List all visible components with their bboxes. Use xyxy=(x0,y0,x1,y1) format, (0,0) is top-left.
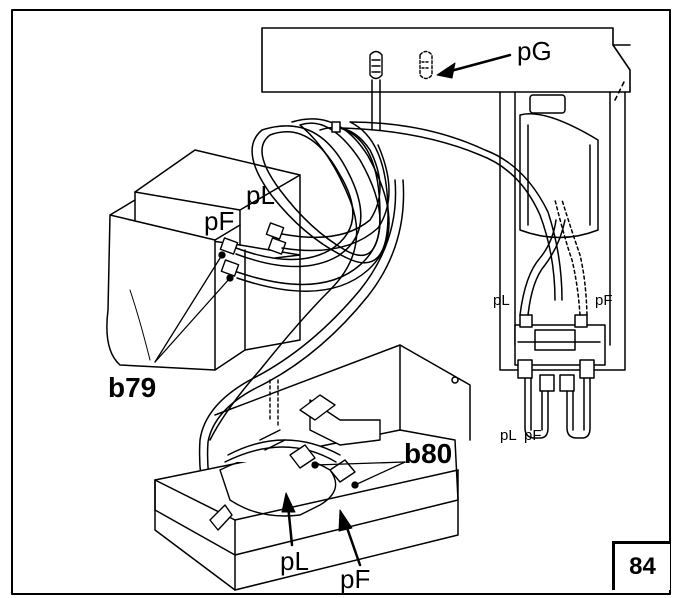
right-valve-body xyxy=(514,199,606,439)
label-pf-top: pF xyxy=(204,206,235,236)
top-housing xyxy=(261,27,631,101)
label-pf-right: pF xyxy=(595,292,613,309)
lower-tray xyxy=(154,344,471,591)
label-pf-lower-right: pF xyxy=(524,427,542,444)
hoses xyxy=(198,79,563,501)
bottom-arrows xyxy=(281,492,362,567)
label-pg: pG xyxy=(517,36,552,66)
b80-callout xyxy=(311,461,406,489)
figure-number: 84 xyxy=(629,553,656,580)
label-pl-right: pL xyxy=(493,292,510,309)
label-pf-bottom: pF xyxy=(340,564,371,594)
lower-components xyxy=(209,379,381,531)
label-pl-lower-right: pL xyxy=(500,427,517,444)
label-b79: b79 xyxy=(108,372,157,403)
b79-callout xyxy=(154,251,234,363)
gas-nipples xyxy=(369,50,433,80)
label-pl-bottom: pL xyxy=(280,546,309,576)
pg-arrow xyxy=(436,53,512,79)
label-b80: b80 xyxy=(404,438,453,469)
left-box-fittings xyxy=(219,222,287,277)
right-valve-housing xyxy=(499,91,626,371)
figure-number-box: 84 xyxy=(612,541,670,590)
label-pl-top: pL xyxy=(246,180,275,210)
outer-frame xyxy=(11,9,671,595)
